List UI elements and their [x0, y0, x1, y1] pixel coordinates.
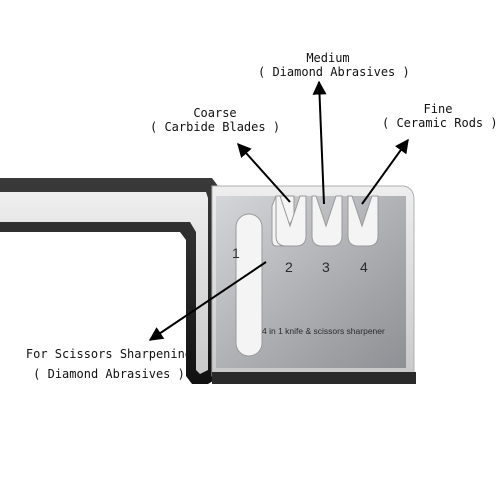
- coarse-v-slot: [275, 195, 307, 247]
- fine-subtitle: ( Ceramic Rods ): [382, 116, 498, 130]
- sharpener-base: [212, 372, 416, 384]
- fine-title: Fine: [423, 102, 453, 116]
- slot-number-4: 4: [360, 259, 368, 275]
- scissors-title: For Scissors Sharpening: [25, 347, 193, 361]
- plate-text: 4 in 1 knife & scissors sharpener: [262, 326, 385, 336]
- fine-arrow: [361, 138, 409, 205]
- medium-title: Medium: [306, 51, 350, 65]
- handle-shell: [0, 178, 218, 384]
- scissors-arrow: [148, 261, 267, 341]
- slot-number-3: 3: [322, 259, 330, 275]
- scissors-subtitle: ( Diamond Abrasives ): [33, 367, 185, 381]
- coarse-subtitle: ( Carbide Blades ): [150, 120, 281, 134]
- coarse-arrow: [237, 142, 291, 203]
- slot-number-1: 1: [232, 245, 240, 261]
- slot-number-2: 2: [285, 259, 293, 275]
- medium-subtitle: ( Diamond Abrasives ): [258, 65, 410, 79]
- coarse-title: Coarse: [193, 106, 237, 120]
- scissors-label: For Scissors Sharpening ( Diamond Abrasi…: [24, 347, 194, 381]
- fine-label: Fine ( Ceramic Rods ): [382, 102, 498, 130]
- medium-arrow: [312, 80, 327, 205]
- scissors-slot: [235, 213, 263, 357]
- fine-v-slot: [347, 195, 379, 247]
- medium-v-slot: [311, 195, 343, 247]
- medium-label: Medium ( Diamond Abrasives ): [258, 51, 410, 79]
- handle-insert: [0, 192, 208, 374]
- coarse-label: Coarse ( Carbide Blades ): [150, 106, 280, 134]
